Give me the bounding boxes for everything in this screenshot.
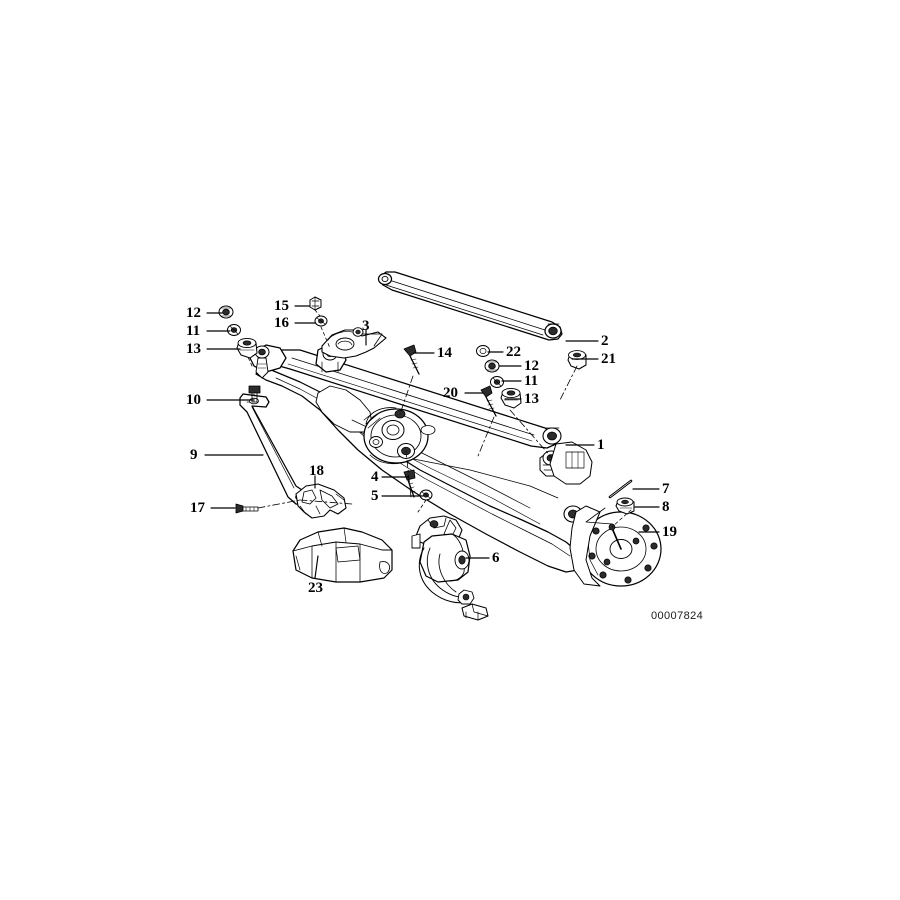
bush-right-lower-shape bbox=[500, 387, 522, 409]
assembly-guide-lines bbox=[247, 309, 632, 528]
left-ball-joint bbox=[249, 344, 287, 379]
callout-label-9-support-rod[interactable]: 9 bbox=[190, 447, 198, 463]
screw-20-shape bbox=[480, 385, 497, 417]
callout-label-22-ring-22[interactable]: 22 bbox=[506, 344, 521, 360]
shading-hatch bbox=[363, 411, 381, 429]
callout-label-3-bracket-left-bearing[interactable]: 3 bbox=[362, 318, 370, 334]
bracket-left-bearing-shape bbox=[321, 327, 387, 359]
callout-label-15-nut-top[interactable]: 15 bbox=[274, 298, 289, 314]
callout-label-8-bush-8[interactable]: 8 bbox=[662, 499, 670, 515]
motor-cover-23-shape bbox=[292, 527, 393, 583]
callout-label-18-bracket-18[interactable]: 18 bbox=[309, 463, 324, 479]
callout-label-2-connecting-rod[interactable]: 2 bbox=[601, 333, 609, 349]
bushing-upper-left-shape bbox=[218, 305, 234, 319]
callout-label-7-pin-7[interactable]: 7 bbox=[662, 481, 670, 497]
center-pivot-housing bbox=[363, 407, 436, 465]
wiper-motor-shape bbox=[411, 515, 489, 621]
bush-right-shape bbox=[567, 350, 587, 370]
callout-label-12-bushing-right[interactable]: 12 bbox=[524, 358, 539, 374]
callout-label-5-nut-5[interactable]: 5 bbox=[371, 488, 379, 504]
callout-leader-23 bbox=[314, 555, 319, 579]
bolt-10-shape bbox=[248, 385, 261, 403]
callout-label-14-screw-14[interactable]: 14 bbox=[437, 345, 452, 361]
callout-label-11-washer-upper-left[interactable]: 11 bbox=[186, 323, 201, 339]
washer-top-shape bbox=[314, 315, 328, 327]
pin-7-shape bbox=[608, 479, 633, 499]
callout-label-11-washer-right[interactable]: 11 bbox=[524, 373, 539, 389]
cover-plate-19-shape bbox=[569, 505, 662, 587]
callout-label-16-washer-top[interactable]: 16 bbox=[274, 315, 289, 331]
callout-label-10-bolt-10[interactable]: 10 bbox=[186, 392, 201, 408]
wiper-linkage-shape bbox=[249, 343, 593, 573]
bush-8-shape bbox=[615, 497, 635, 515]
callout-label-4-screw-4[interactable]: 4 bbox=[371, 469, 379, 485]
callout-label-20-screw-20[interactable]: 20 bbox=[443, 385, 458, 401]
washer-upper-left-shape bbox=[227, 324, 241, 336]
callout-label-12-bushing-upper-left[interactable]: 12 bbox=[186, 305, 201, 321]
connecting-rod-shape bbox=[377, 271, 563, 341]
nut-top-shape bbox=[309, 296, 322, 311]
callout-label-23-motor-cover-23[interactable]: 23 bbox=[308, 580, 323, 596]
right-ball-joint-upper bbox=[542, 427, 562, 445]
callout-label-21-bush-right[interactable]: 21 bbox=[601, 351, 616, 367]
bush-lower-left-shape bbox=[236, 337, 258, 359]
callout-label-19-cover-plate-19[interactable]: 19 bbox=[662, 524, 677, 540]
callout-label-17-bolt-17[interactable]: 17 bbox=[190, 500, 205, 516]
callout-label-13-bush-right-lower[interactable]: 13 bbox=[524, 391, 539, 407]
washer-right-shape bbox=[490, 376, 504, 388]
screw-14-shape bbox=[403, 344, 420, 375]
diagram-id: 00007824 bbox=[651, 610, 704, 622]
callout-label-6-wiper-motor[interactable]: 6 bbox=[492, 550, 500, 566]
ring-22-shape bbox=[476, 345, 490, 357]
bracket-18-shape bbox=[295, 483, 347, 519]
bolt-17-shape bbox=[235, 503, 259, 514]
callout-label-13-bush-lower-left[interactable]: 13 bbox=[186, 341, 201, 357]
callout-label-1-wiper-linkage[interactable]: 1 bbox=[597, 437, 605, 453]
